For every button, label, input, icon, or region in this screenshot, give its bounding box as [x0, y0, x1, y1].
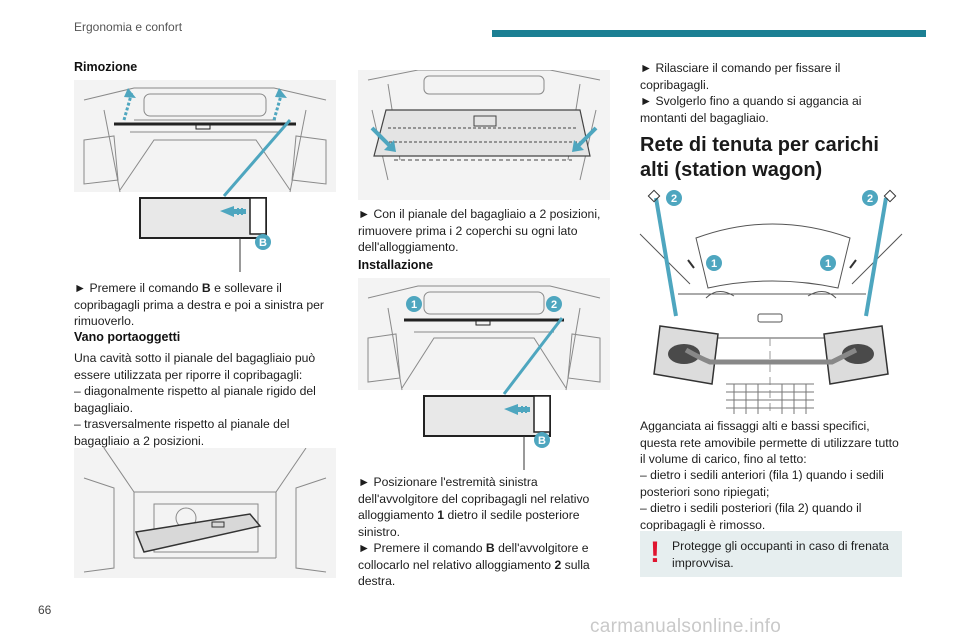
section-title: Ergonomia e confort — [74, 20, 183, 34]
figure-storage-compartment — [74, 448, 336, 578]
callout-1: 1 — [411, 299, 417, 311]
paragraph-agganciata: Agganciata ai fissaggi alti e bassi spec… — [640, 419, 899, 466]
callout-1-right: 1 — [825, 258, 831, 270]
paragraph-svolgerlo: ► Svolgerlo fino a quando si aggancia ai… — [640, 94, 862, 125]
figure-installation: 1 2 B — [358, 278, 610, 470]
warning-icon: ! — [650, 536, 660, 569]
callout-2-left: 2 — [671, 193, 677, 205]
heading-vano-portaoggetti: Vano portaoggetti — [74, 330, 181, 344]
warning-box: ! Protegge gli occupanti in caso di fren… — [640, 531, 902, 577]
paragraph-vano: Una cavità sotto il pianale del bagaglia… — [74, 351, 316, 448]
paragraph-dietro-fila-1: – dietro i sedili anteriori (fila 1) qua… — [640, 468, 884, 499]
heading-installazione: Installazione — [358, 258, 434, 272]
heading-rimozione: Rimozione — [74, 60, 138, 74]
paragraph-pianale: ► Con il pianale del bagagliaio a 2 posi… — [358, 207, 601, 254]
warning-text: Protegge gli occupanti in caso di frenat… — [672, 539, 889, 570]
figure-load-net: 2 2 1 1 — [639, 189, 903, 414]
page-number: 66 — [38, 603, 52, 617]
header-accent-bar — [492, 30, 926, 37]
callout-2-right: 2 — [867, 193, 873, 205]
figure-trunk-removal: B — [74, 80, 336, 272]
figure-cover-flaps — [358, 70, 610, 200]
paragraph-premere-comando: ► Premere il comando B e sollevare il co… — [74, 281, 324, 328]
callout-1-left: 1 — [711, 258, 717, 270]
paragraph-posizionare: ► Posizionare l'estremità sinistra dell'… — [358, 475, 590, 539]
paragraph-dietro-fila-2: – dietro i sedili posteriori (fila 2) qu… — [640, 501, 862, 532]
callout-b: B — [538, 435, 546, 447]
paragraph-rilasciare: ► Rilasciare il comando per fissare il c… — [640, 61, 841, 92]
callout-2: 2 — [551, 299, 557, 311]
watermark: carmanualsonline.info — [590, 616, 782, 637]
callout-b: B — [259, 237, 267, 249]
heading-rete-tenuta: Rete di tenuta per carichi alti (station… — [640, 134, 879, 181]
paragraph-premere-avvolgitore: ► Premere il comando B dell'avvolgitore … — [358, 541, 590, 588]
